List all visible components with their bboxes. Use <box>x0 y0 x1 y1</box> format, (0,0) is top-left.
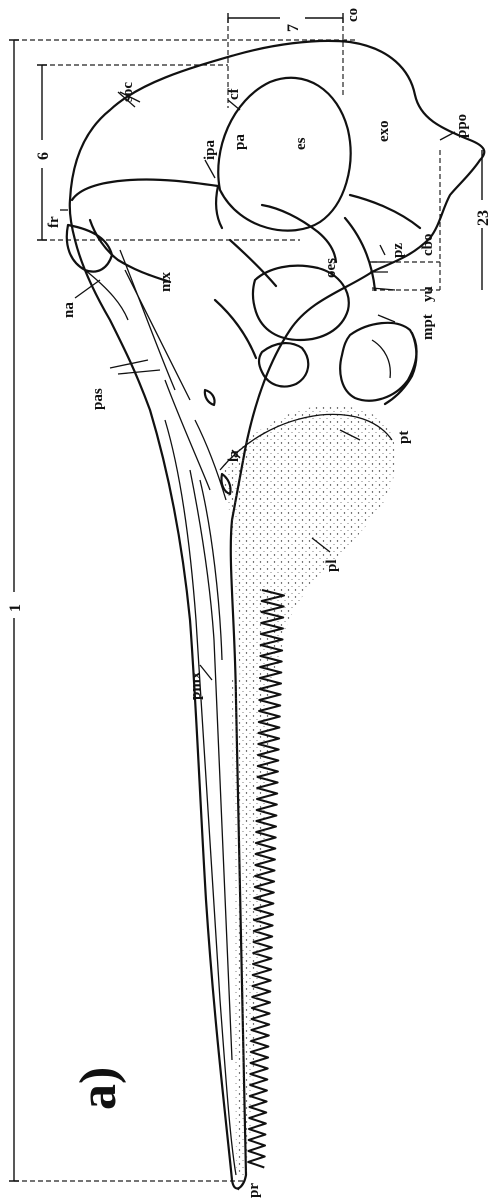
label-pr: pr <box>246 1183 262 1198</box>
label-fr: fr <box>46 216 62 228</box>
label-dimension-7: 7 <box>285 24 302 32</box>
panel-label: a) <box>70 1067 127 1110</box>
label-es: es <box>293 137 309 150</box>
label-pas: pas <box>90 388 106 410</box>
label-na: na <box>61 302 77 318</box>
label-dimension-6: 6 <box>35 152 52 160</box>
label-yu: yu <box>420 286 436 302</box>
label-dimension-23: 23 <box>475 210 492 226</box>
label-mpt: mpt <box>420 314 436 340</box>
label-dimension-1: 1 <box>7 604 24 612</box>
label-pt: pt <box>396 431 412 444</box>
label-cf: cf <box>226 87 242 100</box>
label-ppo: ppo <box>454 114 470 138</box>
label-ipa: ipa <box>202 139 218 160</box>
label-pa: pa <box>232 134 248 150</box>
label-oes: oes <box>323 258 339 278</box>
label-soc: soc <box>120 82 136 102</box>
label-pmx: pmx <box>188 671 204 700</box>
label-cbo: cbo <box>420 234 436 257</box>
label-pz: pz <box>390 243 406 258</box>
label-co: co <box>345 8 361 22</box>
label-exo: exo <box>376 120 392 142</box>
label-la: la <box>226 450 242 462</box>
label-mx: mx <box>158 272 174 292</box>
label-pl: pl <box>324 559 340 572</box>
